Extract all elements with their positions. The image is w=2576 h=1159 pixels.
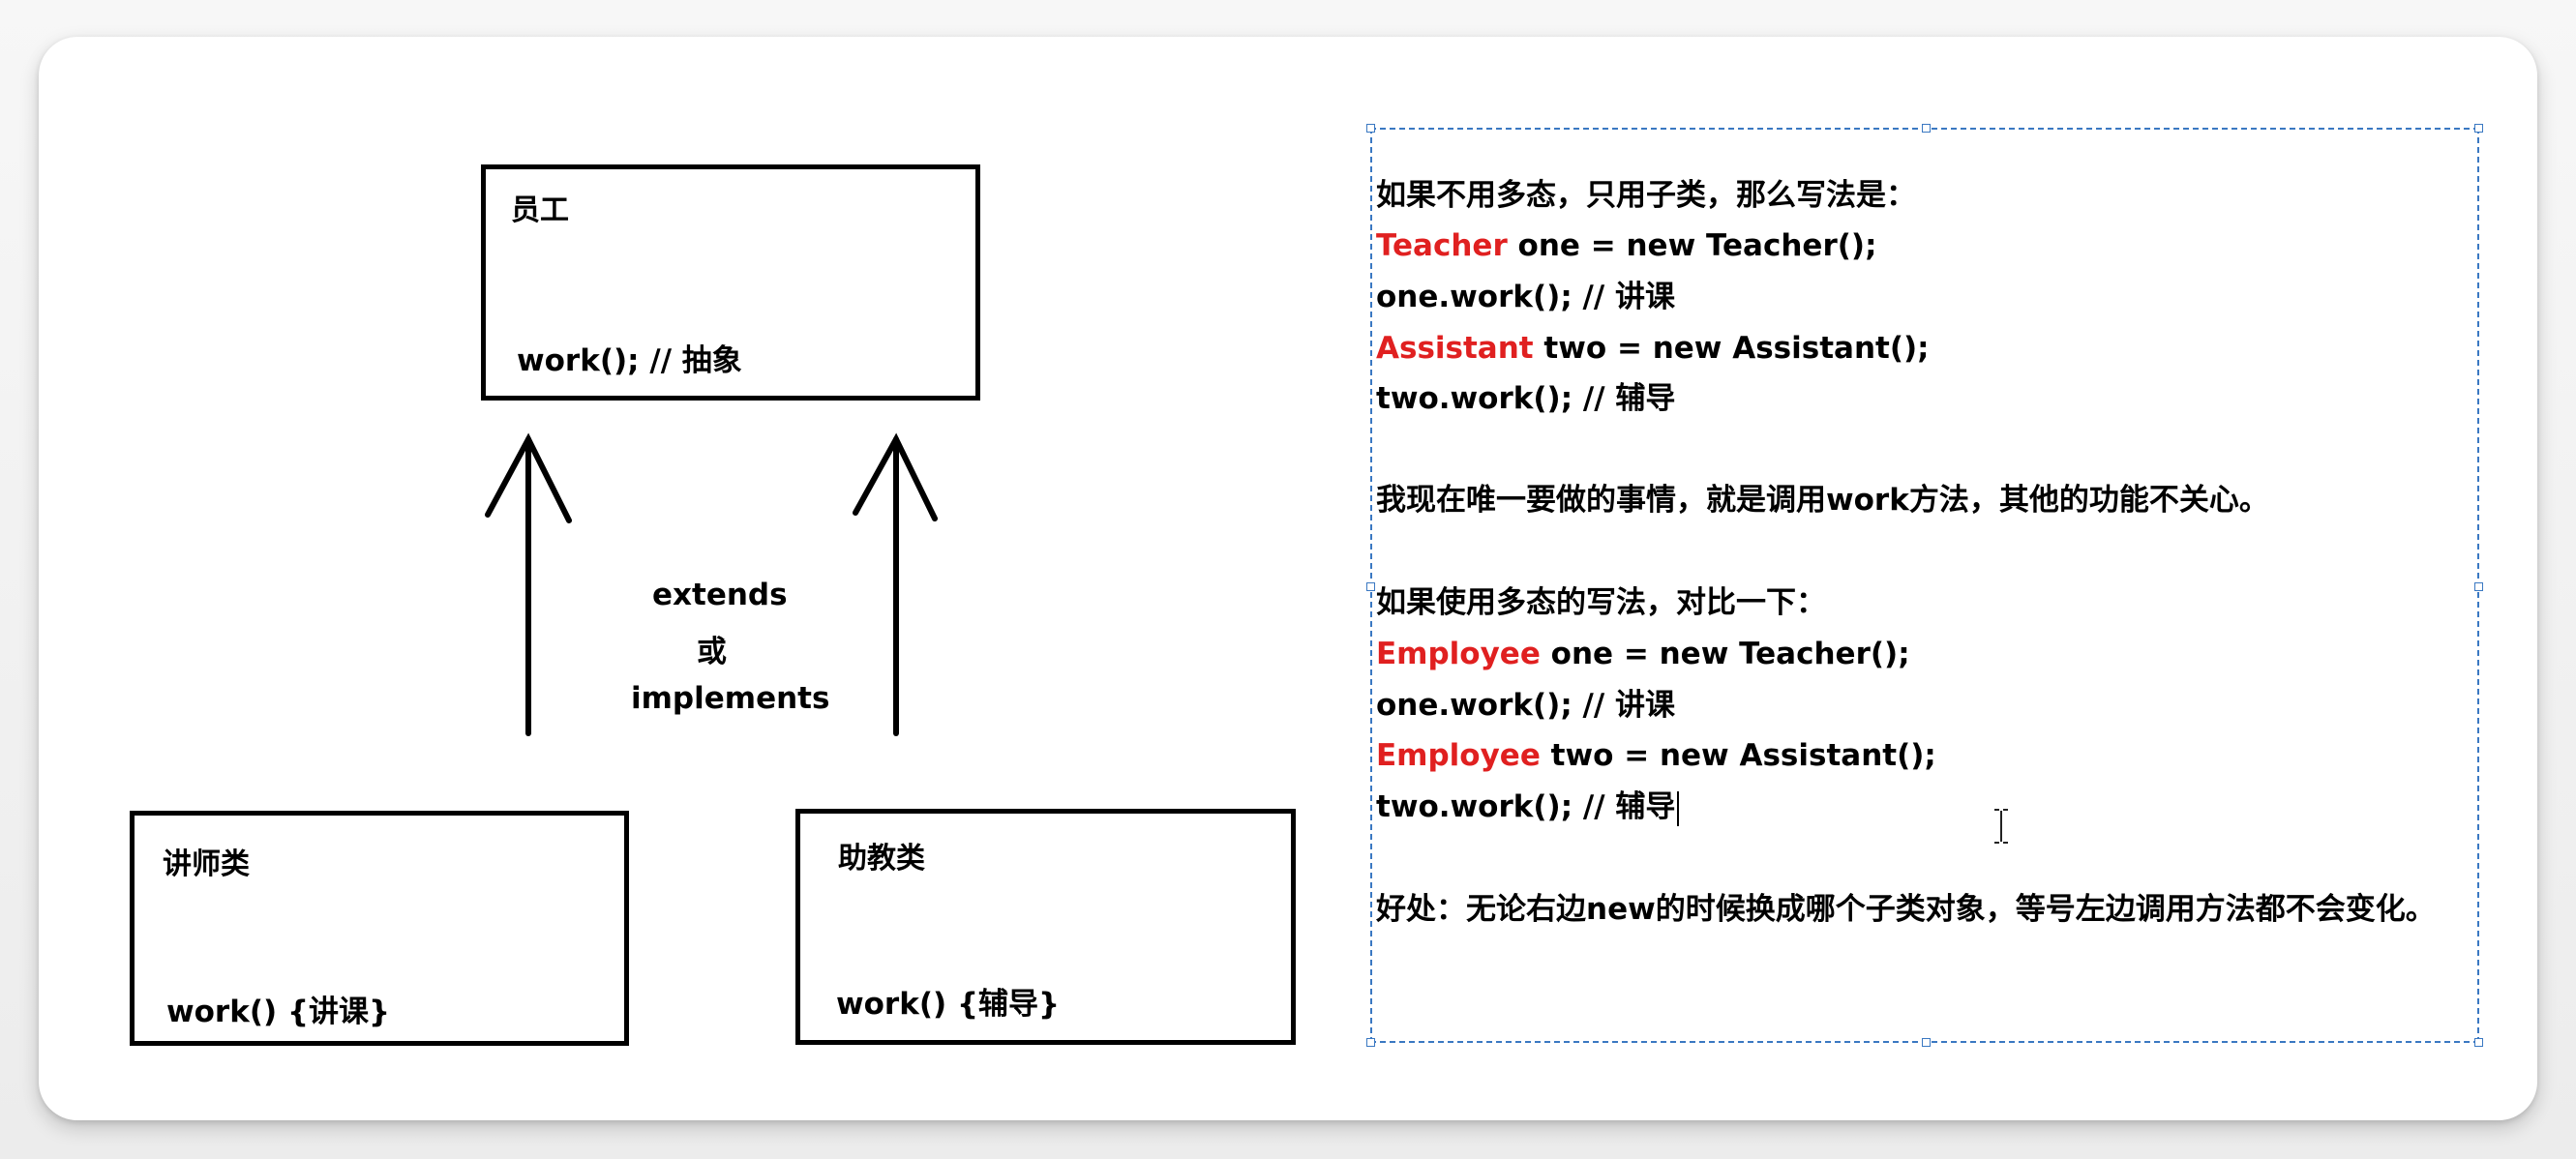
resize-handle-middle-right[interactable] [2474, 582, 2483, 591]
note-line-2-text: one = new Teacher(); [1507, 228, 1877, 263]
note-line-7[interactable]: 如果使用多态的写法，对比一下： [1376, 583, 1826, 622]
note-line-8-text: one = new Teacher(); [1540, 637, 1910, 671]
note-line-5[interactable]: two.work(); // 辅导 [1376, 379, 1675, 418]
resize-handle-bottom-center[interactable] [1922, 1038, 1931, 1047]
note-line-4-type: Assistant [1376, 331, 1534, 366]
note-line-7-text: 如果使用多态的写法，对比一下： [1376, 585, 1826, 620]
note-line-3-text: one.work(); // 讲课 [1376, 280, 1675, 314]
parent-class-method: work(); // 抽象 [517, 343, 742, 378]
note-line-8-type: Employee [1376, 637, 1541, 671]
relation-label-extends: extends [652, 578, 788, 612]
note-line-12[interactable]: 好处：无论右边new的时候换成哪个子类对象，等号左边调用方法都不会变化。 [1376, 890, 2436, 929]
note-line-11-text: two.work(); // 辅导 [1376, 789, 1676, 824]
note-line-4-text: two = new Assistant(); [1533, 331, 1930, 366]
note-line-4[interactable]: Assistant two = new Assistant(); [1376, 329, 1930, 368]
parent-class-title: 员工 [511, 193, 569, 227]
arrow-up-icon [485, 432, 572, 736]
note-line-2-type: Teacher [1376, 228, 1508, 263]
note-line-12-text: 好处：无论右边new的时候换成哪个子类对象，等号左边调用方法都不会变化。 [1376, 892, 2436, 927]
note-line-8[interactable]: Employee one = new Teacher(); [1376, 635, 1910, 673]
resize-handle-middle-left[interactable] [1366, 582, 1375, 591]
resize-handle-bottom-left[interactable] [1366, 1038, 1375, 1047]
note-line-1[interactable]: 如果不用多态，只用子类，那么写法是： [1376, 176, 1916, 215]
teacher-class-method: work() {讲课} [166, 995, 391, 1029]
relation-label-implements: implements [631, 681, 830, 716]
selected-text-box[interactable] [1366, 124, 2483, 1047]
note-line-9-text: one.work(); // 讲课 [1376, 688, 1675, 723]
note-line-11[interactable]: two.work(); // 辅导 [1376, 788, 1680, 826]
teacher-class-box[interactable] [130, 811, 629, 1046]
note-line-6[interactable]: 我现在唯一要做的事情，就是调用work方法，其他的功能不关心。 [1376, 481, 2269, 520]
note-line-9[interactable]: one.work(); // 讲课 [1376, 686, 1675, 725]
note-line-6-text: 我现在唯一要做的事情，就是调用work方法，其他的功能不关心。 [1376, 483, 2269, 518]
arrow-up-icon [853, 432, 938, 736]
resize-handle-top-right[interactable] [2474, 124, 2483, 133]
teacher-class-title: 讲师类 [163, 847, 250, 881]
note-line-5-text: two.work(); // 辅导 [1376, 381, 1676, 416]
text-ibeam-icon [1994, 809, 2008, 844]
resize-handle-top-center[interactable] [1922, 124, 1931, 133]
note-line-10-text: two = new Assistant(); [1540, 738, 1936, 773]
note-line-1-text: 如果不用多态，只用子类，那么写法是： [1376, 178, 1916, 213]
note-line-2[interactable]: Teacher one = new Teacher(); [1376, 226, 1876, 265]
text-caret [1677, 790, 1680, 826]
assistant-class-box[interactable] [795, 809, 1296, 1045]
relation-label-or: 或 [697, 635, 727, 669]
note-line-3[interactable]: one.work(); // 讲课 [1376, 278, 1675, 316]
parent-class-box[interactable] [481, 164, 980, 401]
note-line-10-type: Employee [1376, 738, 1541, 773]
resize-handle-bottom-right[interactable] [2474, 1038, 2483, 1047]
note-line-10[interactable]: Employee two = new Assistant(); [1376, 736, 1936, 775]
resize-handle-top-left[interactable] [1366, 124, 1375, 133]
assistant-class-title: 助教类 [838, 842, 925, 876]
assistant-class-method: work() {辅导} [836, 987, 1061, 1022]
